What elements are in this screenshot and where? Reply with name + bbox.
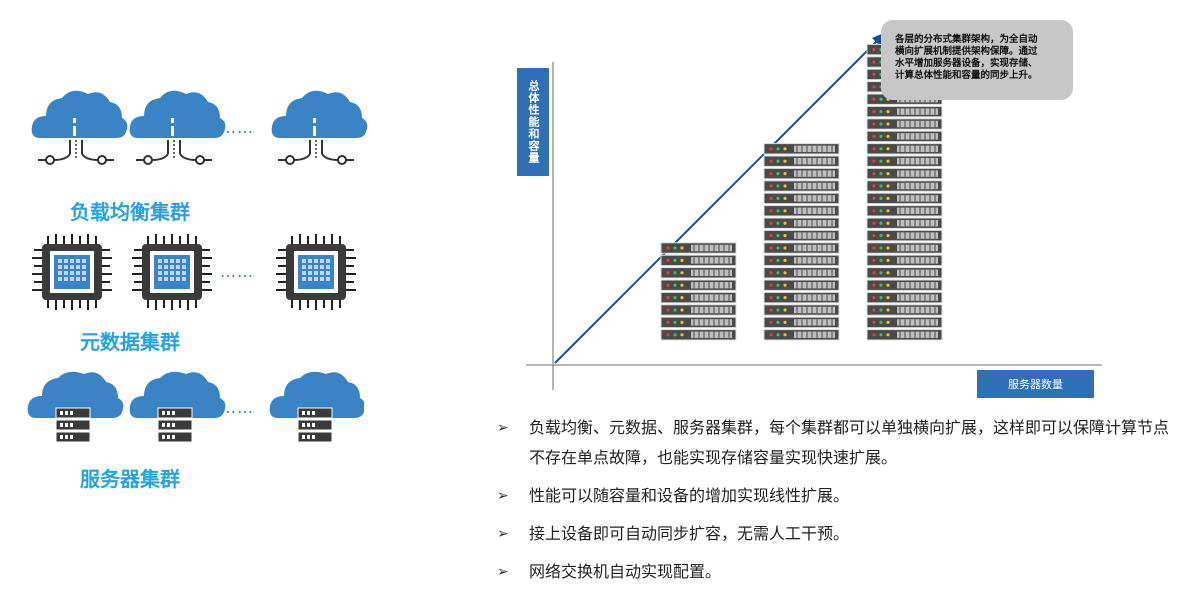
server-unit-icon	[866, 130, 943, 143]
server-unit-icon	[660, 316, 737, 329]
cluster-label-server: 服务器集群	[80, 467, 180, 491]
server-unit-icon	[660, 279, 737, 291]
arrow-bullet-icon: ➢	[497, 526, 509, 542]
server-unit-icon	[660, 304, 737, 316]
server-unit-icon	[763, 291, 840, 304]
callout-note: 各层的分布式集群架构，为全自动 横向扩展机制提供架构保障。通过 水平增加服务器设…	[881, 20, 1073, 100]
server-unit-icon	[763, 279, 840, 291]
server-unit-icon	[660, 291, 737, 304]
server-unit-icon	[763, 316, 840, 329]
callout-line: 水平增加服务器设备，实现存储、	[895, 58, 1038, 69]
server-unit-icon	[866, 304, 943, 316]
server-unit-icon	[763, 267, 840, 279]
server-unit-icon	[763, 304, 840, 316]
server-unit-icon	[866, 205, 943, 217]
server-unit-icon	[866, 155, 943, 167]
list-item: ➢网络交换机自动实现配置。	[497, 557, 1177, 587]
server-unit-icon	[763, 254, 840, 267]
server-unit-icon	[866, 217, 943, 229]
server-unit-icon	[763, 229, 840, 242]
server-unit-icon	[763, 217, 840, 229]
server-unit-icon	[866, 229, 943, 242]
server-unit-icon	[866, 180, 943, 192]
growth-arrow-line	[554, 37, 881, 364]
server-unit-icon	[660, 329, 737, 341]
callout-line: 横向扩展机制提供架构保障。通过	[895, 46, 1038, 57]
server-unit-icon	[763, 143, 840, 155]
server-unit-icon	[763, 167, 840, 180]
server-unit-icon	[866, 291, 943, 304]
server-stack	[660, 242, 737, 341]
list-item: ➢接上设备即可自动同步扩容，无需人工干预。	[497, 519, 1177, 549]
server-unit-icon	[763, 242, 840, 254]
server-unit-icon	[866, 118, 943, 130]
callout-line: 计算总体性能和容量的同步上升。	[895, 70, 1038, 81]
server-stack	[763, 143, 840, 341]
cluster-label-metadata: 元数据集群	[80, 330, 180, 354]
feature-list: ➢负载均衡、元数据、服务器集群，每个集群都可以单独横向扩展，这样即可以保障计算节…	[497, 413, 1177, 595]
arrow-bullet-icon: ➢	[497, 420, 509, 436]
server-unit-icon	[866, 267, 943, 279]
list-item: ➢负载均衡、元数据、服务器集群，每个集群都可以单独横向扩展，这样即可以保障计算节…	[497, 413, 1177, 473]
server-unit-icon	[660, 267, 737, 279]
y-axis-label: 总体性能和容量	[517, 68, 549, 176]
server-unit-icon	[866, 167, 943, 180]
server-unit-icon	[660, 254, 737, 267]
x-axis-label: 服务器数量	[977, 370, 1094, 398]
arrow-bullet-icon: ➢	[497, 564, 509, 580]
ellipsis: ……	[220, 398, 254, 417]
server-unit-icon	[866, 105, 943, 118]
ellipsis: ……	[220, 262, 254, 281]
server-unit-icon	[763, 329, 840, 341]
server-unit-icon	[866, 279, 943, 291]
ellipsis: ……	[220, 118, 254, 137]
server-unit-icon	[763, 205, 840, 217]
server-unit-icon	[866, 316, 943, 329]
server-unit-icon	[866, 242, 943, 254]
server-unit-icon	[866, 143, 943, 155]
cluster-label-load-balance: 负载均衡集群	[70, 200, 190, 224]
server-unit-icon	[763, 155, 840, 167]
callout-line: 各层的分布式集群架构，为全自动	[895, 34, 1038, 45]
server-unit-icon	[660, 242, 737, 254]
server-unit-icon	[866, 329, 943, 341]
list-item: ➢性能可以随容量和设备的增加实现线性扩展。	[497, 481, 1177, 511]
server-unit-icon	[763, 180, 840, 192]
arrow-bullet-icon: ➢	[497, 488, 509, 504]
server-unit-icon	[866, 254, 943, 267]
server-unit-icon	[763, 192, 840, 205]
server-unit-icon	[866, 192, 943, 205]
